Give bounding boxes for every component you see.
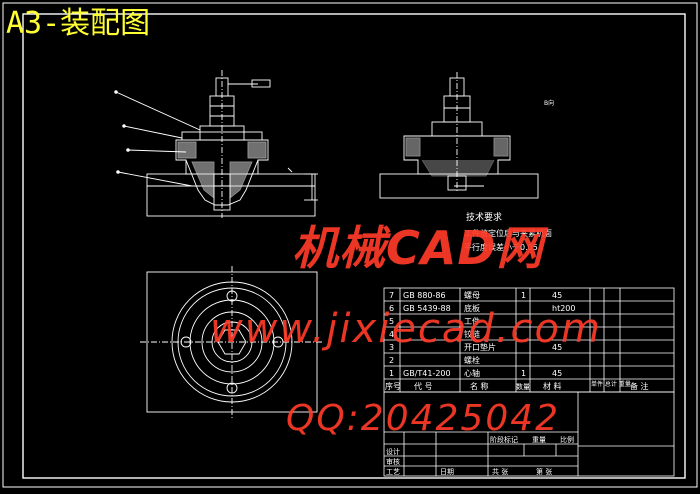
main-section-view bbox=[114, 70, 318, 218]
side-view bbox=[379, 72, 539, 199]
tb-date: 日期 bbox=[440, 468, 454, 476]
bom-cell-material: 45 bbox=[552, 343, 562, 352]
bom-header-material: 材 料 bbox=[543, 381, 562, 391]
bom-header-qty: 数量 bbox=[516, 382, 530, 391]
bom-row: 2 螺栓 bbox=[389, 355, 480, 365]
tb-sheet-total: 共 张 bbox=[492, 467, 508, 476]
tb-check: 审核 bbox=[386, 457, 400, 466]
tb-sheet-no: 第 张 bbox=[536, 467, 552, 476]
bom-cell-code: GB 880-86 bbox=[403, 291, 446, 300]
bom-cell-no: 1 bbox=[389, 369, 394, 378]
watermark-url: www.jixiecad.com bbox=[210, 306, 602, 352]
bom-cell-name: 螺栓 bbox=[464, 355, 480, 365]
bom-row: 3 开口垫片 45 bbox=[389, 342, 562, 352]
bom-rows: 7 GB 880-86 螺母 1 45 6 GB 5439-88 底板 ht200 5 工件 4 铰链 3… bbox=[389, 290, 575, 378]
bom-cell-material: 45 bbox=[552, 291, 562, 300]
bom-cell-material: ht200 bbox=[552, 304, 575, 313]
bom-row: 6 GB 5439-88 底板 ht200 bbox=[389, 303, 575, 313]
bom-header-note: 备 注 bbox=[630, 381, 649, 391]
tb-process: 工艺 bbox=[386, 468, 400, 476]
bom-cell-no: 7 bbox=[389, 291, 394, 300]
top-view bbox=[140, 266, 324, 418]
bom-cell-code: GB 5439-88 bbox=[403, 304, 451, 313]
view-label: B向 bbox=[544, 99, 554, 107]
bom-cell-code: GB/T41-200 bbox=[403, 369, 451, 378]
bom-header-code: 代 号 bbox=[414, 381, 433, 391]
bom-cell-name: 螺母 bbox=[464, 290, 480, 300]
bom-cell-name: 底板 bbox=[464, 303, 480, 313]
bom-row: 1 GB/T41-200 心轴 1 45 bbox=[389, 368, 562, 378]
bom-header: 序号 代 号 名 称 数量 材 料 单件 总计 重量 备 注 bbox=[385, 380, 649, 391]
inner-frame bbox=[22, 13, 686, 479]
bom-cell-qty: 1 bbox=[521, 291, 526, 300]
bom-cell-name: 铰链 bbox=[464, 329, 480, 339]
bom-cell-material: 45 bbox=[552, 369, 562, 378]
tb-weight: 重量 bbox=[532, 436, 546, 444]
tech-requirements-line1: 工件放定位后与夹紧机面 bbox=[464, 228, 552, 238]
bom-cell-no: 2 bbox=[389, 356, 394, 365]
bom-cell-no: 5 bbox=[389, 317, 394, 326]
title-block-text: 设计 审核 工艺 日期 阶段标记 重量 比例 共 张 第 张 bbox=[386, 435, 574, 476]
bom-cell-qty: 1 bbox=[521, 369, 526, 378]
tech-requirements-heading: 技术要求 bbox=[466, 211, 502, 223]
bom-cell-name: 开口垫片 bbox=[464, 342, 496, 352]
bom-cell-no: 3 bbox=[389, 343, 394, 352]
bom-row: 5 工件 bbox=[389, 316, 480, 326]
drawing-title: A3-装配图 bbox=[6, 6, 151, 41]
bom-header-no: 序号 bbox=[385, 381, 401, 391]
tb-stage-mark: 阶段标记 bbox=[490, 435, 518, 444]
tech-requirements: 技术要求 工件放定位后与夹紧机面 平行度误差小于0.05 bbox=[464, 211, 552, 252]
tech-requirements-line2: 平行度误差小于0.05 bbox=[464, 242, 538, 252]
bom-header-weight: 单件 总计 重量 bbox=[591, 380, 631, 388]
bom-cell-no: 4 bbox=[389, 330, 394, 339]
bom-header-name: 名 称 bbox=[470, 381, 489, 391]
bom-cell-no: 6 bbox=[389, 304, 394, 313]
tb-scale: 比例 bbox=[560, 435, 574, 444]
watermark-qq: QQ:20425042 bbox=[286, 398, 561, 439]
watermark-brand: 机械CAD网 bbox=[292, 221, 544, 275]
bom-cell-name: 心轴 bbox=[464, 368, 480, 378]
bom-row: 7 GB 880-86 螺母 1 45 bbox=[389, 290, 562, 300]
bom-cell-name: 工件 bbox=[464, 316, 480, 326]
tb-design: 设计 bbox=[386, 447, 400, 456]
title-block bbox=[383, 391, 675, 477]
bom-table bbox=[383, 287, 675, 393]
bom-row: 4 铰链 bbox=[389, 329, 480, 339]
outer-frame bbox=[2, 2, 698, 488]
